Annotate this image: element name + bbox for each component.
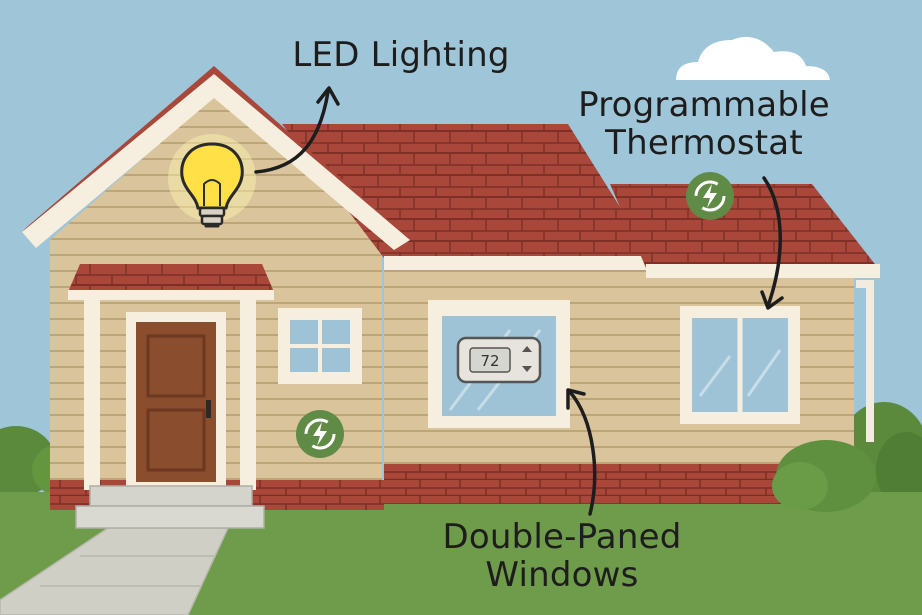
thermostat-icon: 72	[456, 336, 542, 384]
thermostat-display: 72	[480, 352, 499, 370]
door-handle	[206, 400, 211, 418]
lightbulb-icon	[168, 134, 256, 228]
thermostat-label: Programmable Thermostat	[566, 86, 842, 162]
led-lighting-label: LED Lighting	[286, 36, 516, 74]
front-steps	[75, 485, 265, 529]
front-bush	[772, 440, 876, 512]
led-lighting-text: LED Lighting	[292, 35, 510, 75]
windows-label: Double-Paned Windows	[428, 518, 696, 594]
energy-badge-icon	[686, 172, 734, 220]
energy-badge-icon	[296, 410, 344, 458]
porch-column-right	[240, 300, 256, 490]
right-wing-roof	[610, 184, 878, 268]
thermostat-label-line1: Programmable	[578, 85, 830, 125]
curved-arrow-icon	[254, 86, 340, 174]
windows-label-line2: Windows	[485, 555, 639, 595]
windows-label-line1: Double-Paned	[442, 517, 682, 557]
small-window	[278, 308, 362, 384]
front-door	[126, 312, 226, 486]
cloud-icon	[676, 36, 830, 80]
curved-arrow-icon	[566, 388, 597, 516]
porch-roof	[68, 264, 274, 292]
curved-arrow-icon	[760, 176, 784, 310]
right-window	[680, 306, 800, 424]
thermostat-label-line2: Thermostat	[605, 123, 803, 163]
porch-column-left	[84, 300, 100, 490]
